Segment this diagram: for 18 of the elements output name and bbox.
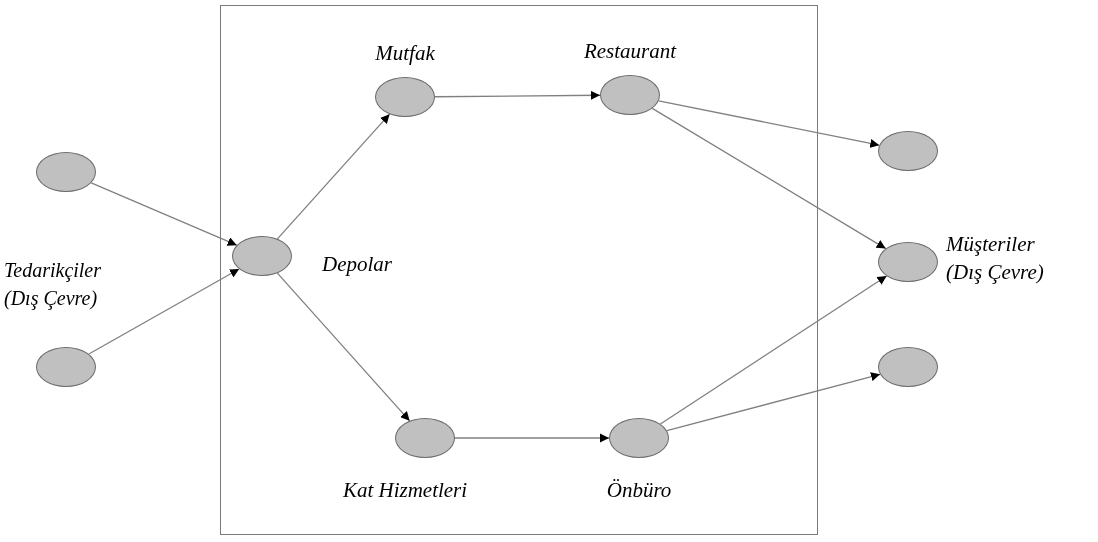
arrow [454,433,610,443]
arrow [88,268,240,355]
arrow [434,90,601,100]
arrow [659,275,888,425]
node-label: Mutfak [374,40,436,67]
node-label: Önbüro [605,477,673,504]
node-label: Restaurant [582,38,678,65]
arrow [276,113,391,240]
arrow [666,372,881,432]
arrow [90,182,238,246]
node-label: Kat Hizmetleri [341,477,469,504]
arrow [651,107,887,250]
arrow [658,100,880,148]
system-boundary-box [220,5,818,535]
arrow [276,272,411,422]
group-label: Tedarikçiler (Dış Çevre) [4,258,103,312]
node-label: Depolar [322,251,393,278]
node-label: Müşteriler (Dış Çevre) [946,231,1045,286]
